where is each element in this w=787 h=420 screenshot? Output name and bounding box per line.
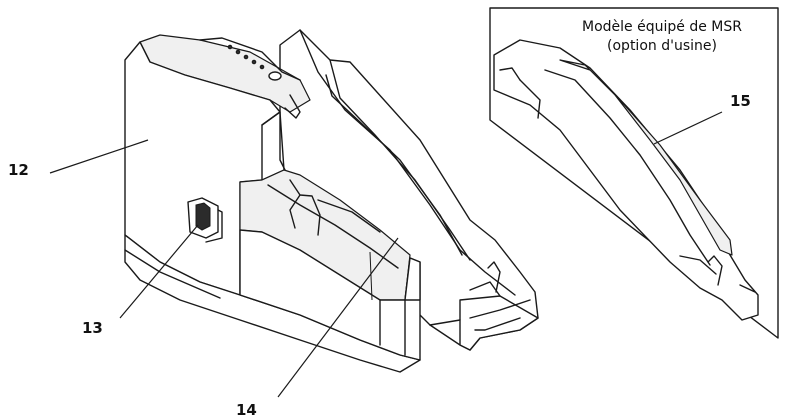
inset-caption-line1: Modèle équipé de MSR bbox=[582, 19, 742, 35]
callout-12: 12 bbox=[8, 139, 149, 179]
card-slot bbox=[187, 197, 223, 243]
power-button bbox=[268, 71, 282, 81]
callout-14-label: 14 bbox=[236, 401, 257, 419]
callout-12-label: 12 bbox=[8, 161, 29, 179]
scanner-device bbox=[124, 29, 539, 373]
inset-frame bbox=[489, 7, 779, 339]
callout-13-label: 13 bbox=[82, 319, 103, 337]
inset-caption: Modèle équipé de MSR (option d'usine) bbox=[582, 19, 742, 54]
callout-15-label: 15 bbox=[730, 92, 751, 110]
msr-inset bbox=[489, 7, 779, 339]
callout-14: 14 bbox=[236, 237, 399, 419]
callout-13: 13 bbox=[82, 224, 199, 337]
inset-caption-line2: (option d'usine) bbox=[607, 38, 717, 54]
callout-15: 15 bbox=[653, 92, 751, 145]
base bbox=[124, 234, 421, 373]
status-leds bbox=[227, 44, 265, 70]
